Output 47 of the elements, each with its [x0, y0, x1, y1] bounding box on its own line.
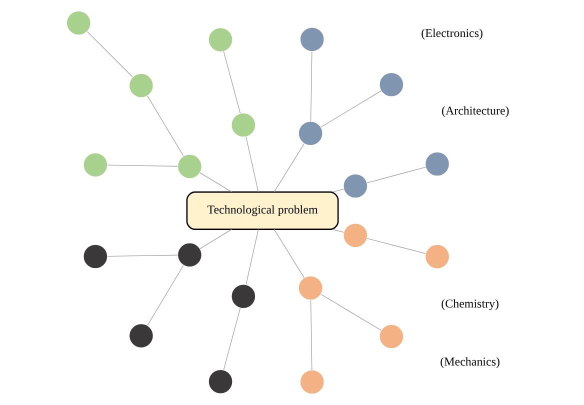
connector: [107, 254, 178, 257]
label: (Chemistry): [441, 296, 499, 311]
node-circle: [424, 244, 450, 269]
connector: [246, 229, 259, 285]
node-circle: [208, 369, 233, 394]
node-circle: [300, 370, 324, 394]
node-circle: [343, 223, 368, 248]
node-circle: [300, 27, 324, 52]
connector: [86, 31, 133, 78]
connector: [223, 51, 241, 114]
label: (Electronics): [421, 26, 483, 40]
node-circle: [208, 27, 233, 52]
node-circle: [66, 10, 91, 36]
node-circle: [343, 174, 368, 198]
connector: [310, 51, 312, 122]
node-circle: [128, 323, 154, 348]
connector: [246, 136, 259, 192]
node-circle: [424, 152, 450, 176]
node-circle: [298, 276, 323, 300]
connector: [366, 238, 426, 254]
node-circle: [379, 72, 404, 97]
node-box: Technological problem: [186, 191, 339, 230]
label: (Mechanics): [440, 354, 500, 368]
connector: [223, 308, 241, 370]
connector: [274, 143, 305, 192]
connector: [366, 166, 426, 184]
connector: [274, 229, 305, 278]
connector: [107, 164, 178, 167]
connector: [200, 229, 232, 249]
connector: [200, 172, 232, 192]
node-circle: [128, 73, 154, 98]
connector: [320, 90, 382, 128]
label: (Architecture): [442, 103, 510, 118]
connector: [147, 96, 184, 156]
node-circle: [298, 121, 323, 146]
connector: [332, 188, 344, 192]
node-circle: [231, 112, 256, 138]
connector: [332, 229, 344, 233]
connector: [320, 294, 382, 331]
node-circle: [231, 284, 256, 309]
node-circle: [83, 152, 108, 178]
node-circle: [177, 242, 202, 268]
node-circle: [379, 324, 404, 349]
node-circle: [83, 244, 108, 269]
node-circle: [177, 154, 202, 179]
connector: [147, 265, 184, 326]
connector: [310, 300, 312, 370]
